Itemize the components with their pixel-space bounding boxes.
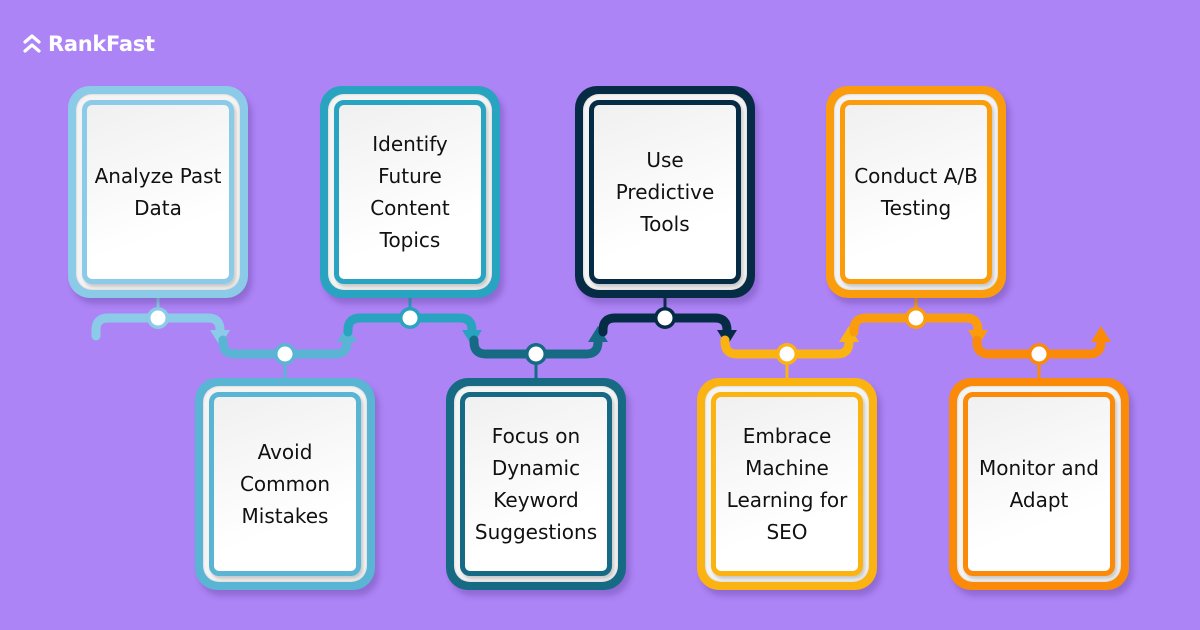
step-card-3: Identify Future Content Topics	[320, 86, 500, 298]
step-label: Analyze Past Data	[94, 164, 222, 220]
step-card-1: Analyze Past Data	[68, 86, 248, 298]
step-card-content: Identify Future Content Topics	[334, 100, 486, 284]
arrow-up-icon	[1091, 326, 1111, 342]
step-card-content: Use Predictive Tools	[589, 100, 741, 284]
step-label: Conduct A/B Testing	[854, 164, 978, 220]
step-card-frame: Conduct A/B Testing	[834, 94, 998, 290]
node-dot-icon	[657, 310, 673, 326]
step-label: Focus on Dynamic Keyword Suggestions	[474, 424, 598, 544]
step-card-4: Focus on Dynamic Keyword Suggestions	[446, 378, 626, 590]
step-card-content: Conduct A/B Testing	[840, 100, 992, 284]
step-card-content: Avoid Common Mistakes	[209, 392, 361, 576]
step-card-frame: Identify Future Content Topics	[328, 94, 492, 290]
step-card-6: Embrace Machine Learning for SEO	[697, 378, 877, 590]
step-card-5: Use Predictive Tools	[575, 86, 755, 298]
step-card-7: Conduct A/B Testing	[826, 86, 1006, 298]
step-label: Monitor and Adapt	[978, 456, 1099, 512]
brand-logo: RankFast	[22, 32, 155, 56]
node-dot-icon	[1031, 346, 1047, 362]
step-card-frame: Focus on Dynamic Keyword Suggestions	[454, 386, 618, 582]
step-card-2: Avoid Common Mistakes	[195, 378, 375, 590]
node-dot-icon	[779, 346, 795, 362]
step-card-frame: Avoid Common Mistakes	[203, 386, 367, 582]
node-dot-icon	[277, 346, 293, 362]
step-card-frame: Embrace Machine Learning for SEO	[705, 386, 869, 582]
step-card-8: Monitor and Adapt	[949, 378, 1129, 590]
step-card-content: Embrace Machine Learning for SEO	[711, 392, 863, 576]
step-card-content: Focus on Dynamic Keyword Suggestions	[460, 392, 612, 576]
node-dot-icon	[528, 346, 544, 362]
step-card-frame: Analyze Past Data	[76, 94, 240, 290]
brand-name: RankFast	[48, 32, 155, 56]
double-chevron-up-icon	[23, 34, 41, 53]
step-label: Avoid Common Mistakes	[239, 440, 331, 528]
node-dot-icon	[402, 310, 418, 326]
step-card-content: Monitor and Adapt	[963, 392, 1115, 576]
step-card-frame: Use Predictive Tools	[583, 94, 747, 290]
arrow-up-icon	[839, 326, 859, 342]
node-dot-icon	[150, 310, 166, 326]
arrow-up-icon	[588, 326, 608, 342]
step-label: Use Predictive Tools	[615, 148, 715, 236]
step-card-content: Analyze Past Data	[82, 100, 234, 284]
node-dot-icon	[908, 310, 924, 326]
step-label: Identify Future Content Topics	[370, 132, 450, 252]
step-card-frame: Monitor and Adapt	[957, 386, 1121, 582]
step-label: Embrace Machine Learning for SEO	[726, 424, 848, 544]
